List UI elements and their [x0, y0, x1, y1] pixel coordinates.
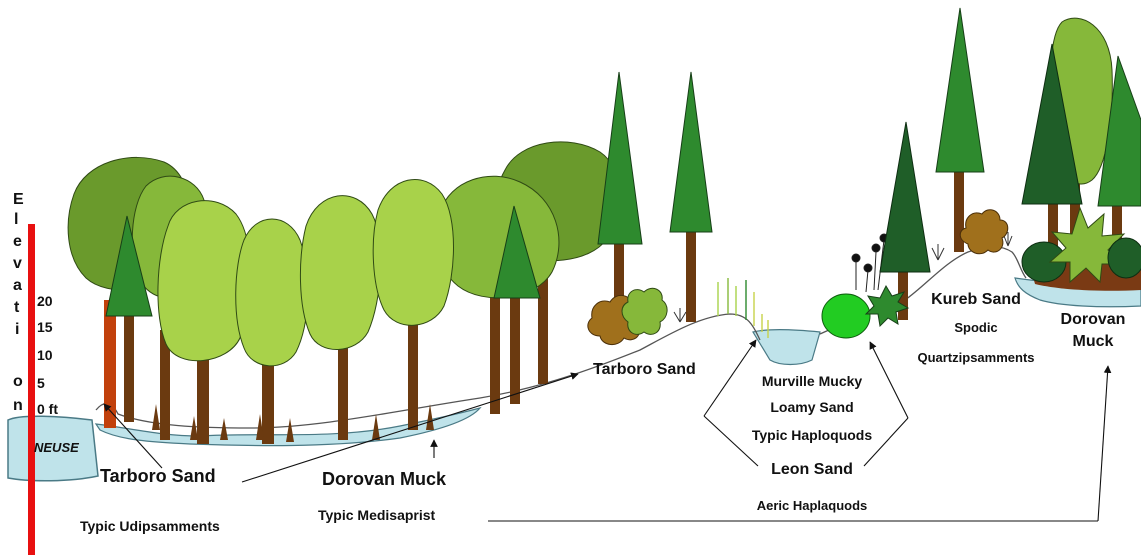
svg-text:5: 5 [37, 375, 45, 391]
svg-text:a: a [13, 277, 22, 294]
brown-shrub [960, 210, 1008, 254]
deciduous-tree-crown [300, 196, 380, 350]
label-typic-udipsamments: Typic Udipsamments [80, 518, 220, 534]
upland-pines [598, 72, 712, 322]
svg-text:v: v [13, 255, 22, 272]
svg-text:l: l [14, 211, 18, 228]
svg-text:10: 10 [37, 347, 53, 363]
svg-text:0 ft: 0 ft [37, 401, 58, 417]
label-leon-sand: Leon Sand [771, 461, 853, 478]
label-dorovan-right: Dorovan [1061, 311, 1126, 328]
sedges [718, 278, 768, 338]
label-tarboro-sand-upland: Tarboro Sand [593, 361, 696, 378]
deciduous-tree-crown [236, 219, 308, 366]
deciduous-tree-crown [373, 179, 453, 325]
elevation-ticks: 20 15 10 5 0 ft [37, 293, 58, 417]
svg-text:20: 20 [37, 293, 53, 309]
label-typic-haploquods: Typic Haploquods [752, 427, 873, 443]
label-tarboro-sand-floodplain: Tarboro Sand [100, 466, 216, 486]
depression-pond [753, 330, 820, 365]
dark-pine-tree [880, 122, 930, 272]
label-dorovan-muck: Dorovan Muck [322, 469, 447, 489]
svg-text:n: n [13, 397, 23, 414]
pine-tree [936, 8, 984, 172]
label-kureb-sand: Kureb Sand [931, 291, 1021, 308]
elevation-axis-title: E l e v a t i o n [13, 191, 24, 414]
label-aeric-haplaquods: Aeric Haplaquods [757, 498, 868, 513]
pine-tree [670, 72, 712, 232]
label-loamy-sand: Loamy Sand [770, 399, 853, 415]
dark-bush [1108, 238, 1141, 278]
svg-text:e: e [13, 233, 22, 250]
river-label: NEUSE [34, 440, 79, 455]
label-quartzipsamments: Quartzipsamments [917, 350, 1034, 365]
round-bush [822, 294, 870, 338]
svg-text:t: t [14, 299, 20, 316]
elevation-bar [28, 224, 35, 555]
label-muck-right: Muck [1073, 333, 1114, 350]
label-typic-medisaprist: Typic Medisaprist [318, 507, 436, 523]
label-spodic: Spodic [954, 320, 997, 335]
green-shrub [622, 288, 667, 334]
svg-text:o: o [13, 373, 23, 390]
label-murville-mucky: Murville Mucky [762, 373, 863, 389]
svg-text:i: i [15, 321, 19, 338]
svg-text:E: E [13, 191, 24, 208]
red-trunk [104, 300, 116, 428]
floodplain-forest [68, 142, 619, 444]
right-forest [1022, 18, 1141, 282]
svg-text:15: 15 [37, 319, 53, 335]
